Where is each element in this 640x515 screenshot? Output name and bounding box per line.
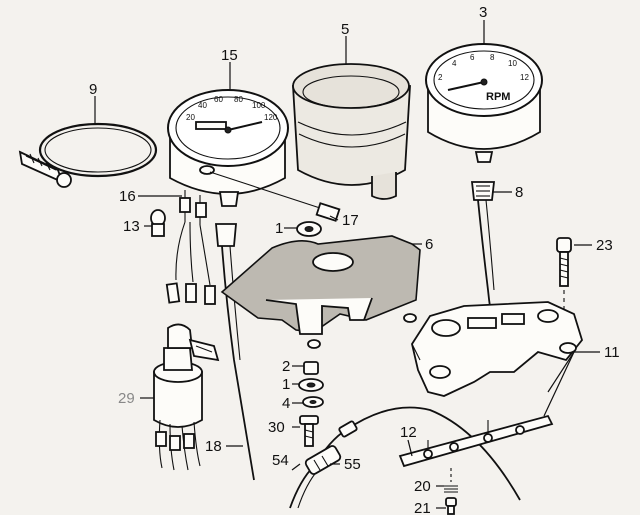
triple-clamp-part-11 xyxy=(411,301,584,397)
label-part-9: 9 xyxy=(89,81,97,98)
speedo-tick: 40 xyxy=(198,101,207,110)
label-part-16: 16 xyxy=(119,188,136,205)
small-parts-stack xyxy=(298,361,324,408)
tacho-tick: 4 xyxy=(452,59,457,68)
hose-clamp-part-9 xyxy=(18,122,158,188)
tacho-rpm-text: RPM xyxy=(486,91,510,103)
rubber-cup-part-5 xyxy=(292,63,411,200)
tacho-tick: 8 xyxy=(490,53,495,62)
tacho-tick: 2 xyxy=(438,73,443,82)
bolt-part-30 xyxy=(299,415,319,447)
label-part-29: 29 xyxy=(118,390,135,407)
part-labels: 9 15 5 3 8 16 13 17 1 6 23 11 2 1 4 30 2… xyxy=(89,4,620,515)
tacho-tick: 12 xyxy=(520,73,529,82)
ignition-switch-part-29 xyxy=(153,323,220,471)
leader-lines xyxy=(94,20,600,509)
grommet-part-1 xyxy=(296,221,322,237)
label-part-4: 4 xyxy=(282,395,290,412)
tacho-tick: 6 xyxy=(470,53,475,62)
label-part-8: 8 xyxy=(515,184,523,201)
tacho-tick: 10 xyxy=(508,59,517,68)
speedo-tick: 120 xyxy=(264,113,278,122)
label-part-20: 20 xyxy=(414,478,431,495)
label-part-21: 21 xyxy=(414,500,431,515)
speedo-tick: 20 xyxy=(186,113,195,122)
label-part-15: 15 xyxy=(221,47,238,64)
label-part-6: 6 xyxy=(425,236,433,253)
label-part-2: 2 xyxy=(282,358,290,375)
speedo-tick: 100 xyxy=(252,101,266,110)
speedo-cable-part-16 xyxy=(209,171,341,481)
bulb-part-13 xyxy=(150,209,166,237)
label-part-11: 11 xyxy=(604,344,620,361)
label-part-17: 17 xyxy=(342,212,359,229)
label-part-12: 12 xyxy=(400,424,417,441)
label-part-18: 18 xyxy=(205,438,222,455)
label-part-55: 55 xyxy=(344,456,361,473)
label-part-3: 3 xyxy=(479,4,487,21)
speedometer-part-15: 20 40 60 80 100 120 xyxy=(165,89,289,305)
label-part-1-lower: 1 xyxy=(282,376,290,393)
label-part-5: 5 xyxy=(341,21,349,38)
screw-part-20-21 xyxy=(444,468,458,515)
tachometer-part-3: 2 4 6 8 10 12 RPM xyxy=(425,43,543,163)
label-part-1: 1 xyxy=(275,220,283,237)
speedo-tick: 80 xyxy=(234,95,243,104)
label-part-23: 23 xyxy=(596,237,613,254)
label-part-30: 30 xyxy=(268,419,285,436)
label-part-54: 54 xyxy=(272,452,289,469)
label-part-13: 13 xyxy=(123,218,140,235)
mounting-bracket-part-6 xyxy=(220,235,421,349)
speedo-tick: 60 xyxy=(214,95,223,104)
switch-plate-part-12 xyxy=(398,414,554,468)
